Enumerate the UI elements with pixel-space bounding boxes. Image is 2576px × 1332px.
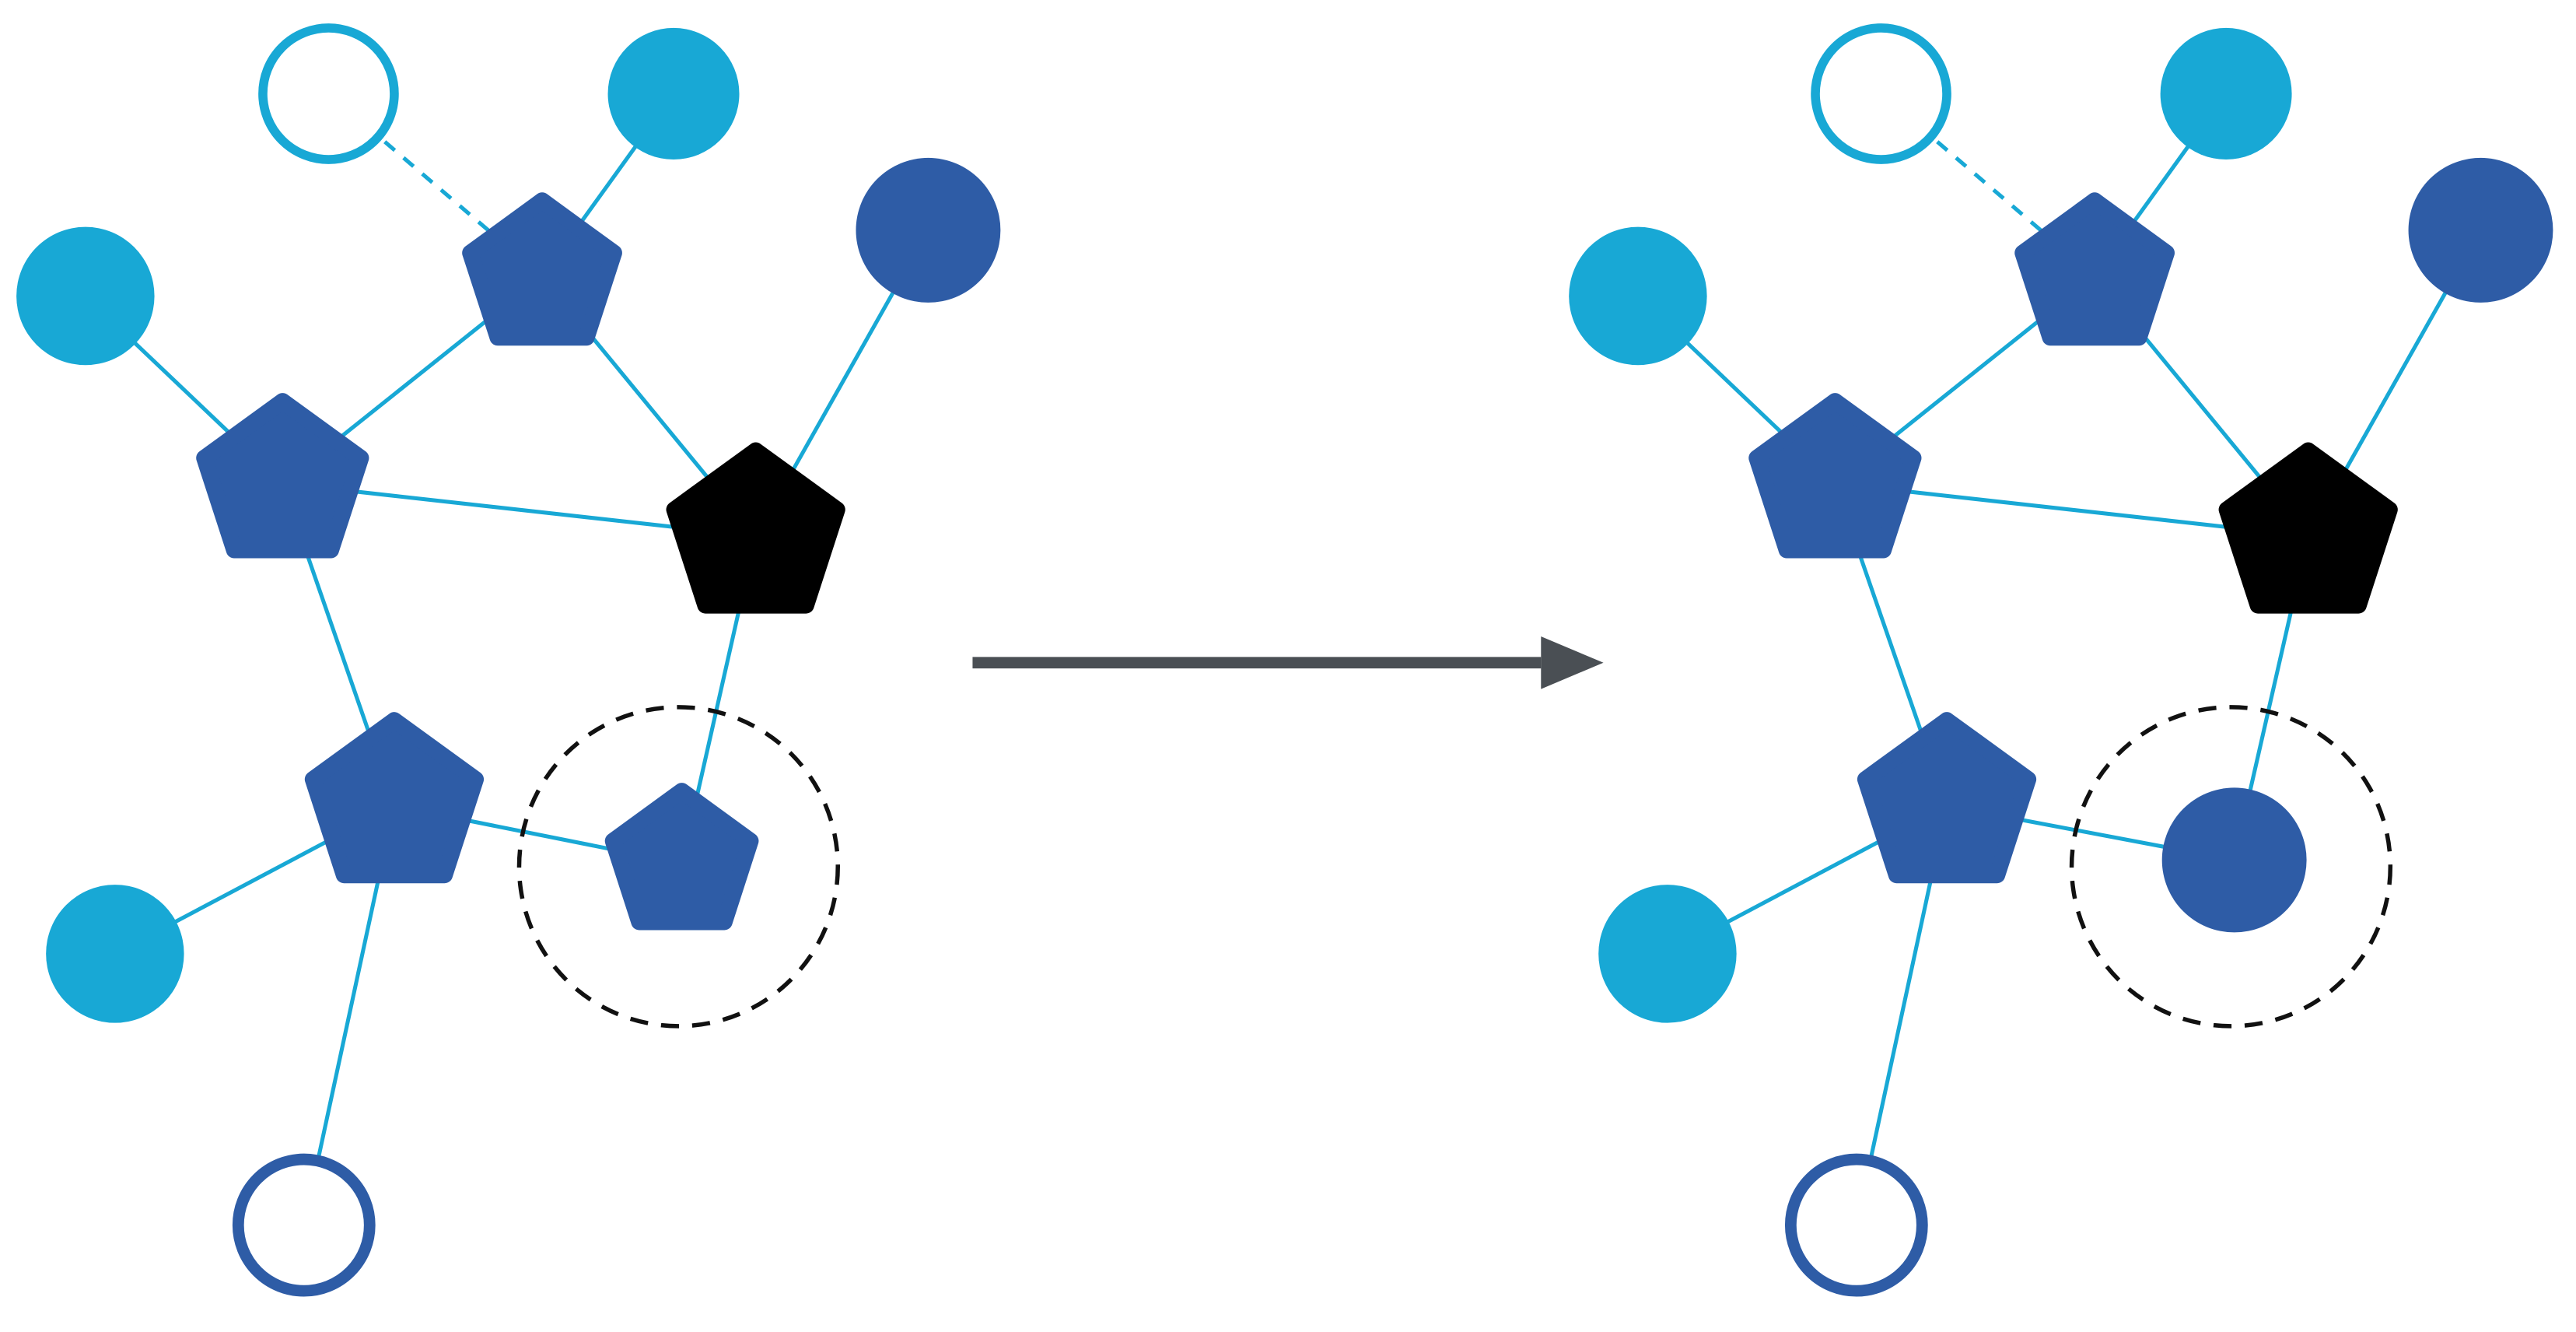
right-node-highlight-node	[2161, 787, 2307, 933]
left-node-black-pentagon	[666, 442, 845, 614]
left-node-pentagon-bottom	[304, 712, 485, 884]
right-node-cyan-circle-top	[2160, 27, 2292, 160]
right-node-cyan-circle-left	[1569, 226, 1707, 366]
left-graph	[16, 23, 1001, 1297]
right-node-open-darkblue-circle	[1784, 1153, 1928, 1297]
right-node-pentagon-left	[1748, 393, 1922, 559]
right-node-darkblue-circle-right	[2408, 157, 2553, 303]
right-node-cyan-circle-bottom	[1598, 885, 1737, 1023]
left-node-highlight-node	[604, 783, 759, 931]
right-node-black-pentagon	[2218, 442, 2398, 614]
left-node-pentagon-left	[196, 393, 369, 559]
right-node-open-cyan-circle	[1811, 23, 1951, 164]
right-node-pentagon-top	[2014, 192, 2175, 346]
left-node-cyan-circle-left	[16, 226, 155, 366]
right-node-pentagon-bottom	[1857, 712, 2037, 884]
transformation-arrow	[972, 636, 1604, 689]
left-node-open-darkblue-circle	[232, 1153, 376, 1297]
arrow-head	[1541, 636, 1604, 689]
left-node-cyan-circle-top	[607, 27, 740, 160]
right-highlight-ring	[2069, 705, 2393, 1029]
left-node-darkblue-circle-right	[856, 157, 1001, 303]
left-node-pentagon-top	[462, 192, 622, 346]
left-node-cyan-circle-bottom	[46, 885, 184, 1023]
left-highlight-ring	[516, 705, 840, 1029]
left-node-open-cyan-circle	[258, 23, 399, 164]
right-graph	[1569, 23, 2553, 1297]
